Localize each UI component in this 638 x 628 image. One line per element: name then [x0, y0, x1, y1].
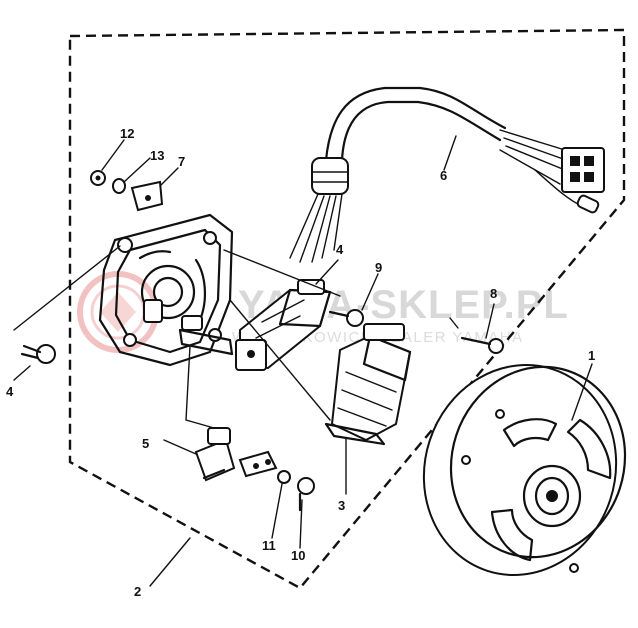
callout-10: 10	[291, 548, 305, 563]
callout-6: 6	[440, 168, 447, 183]
stator-plate	[98, 213, 234, 367]
pulser-coil	[235, 279, 332, 371]
callout-8: 8	[490, 286, 497, 301]
callout-2: 2	[134, 584, 141, 599]
wire-harness	[289, 86, 605, 263]
callout-1: 1	[588, 348, 595, 363]
callout-3: 3	[338, 498, 345, 513]
source-coil	[324, 323, 412, 446]
pickup-unit	[194, 427, 278, 482]
callout-9: 9	[375, 260, 382, 275]
flywheel-rotor	[422, 364, 627, 576]
callout-4-left: 4	[6, 384, 14, 399]
callout-13: 13	[150, 148, 164, 163]
callout-numbers: 1 2 3 4 4 5 6 7 8 9 10 11 12 13	[6, 126, 595, 599]
callout-11: 11	[262, 538, 276, 553]
callout-7: 7	[178, 154, 185, 169]
callout-5: 5	[142, 436, 149, 451]
fasteners	[20, 170, 504, 512]
callout-12: 12	[120, 126, 134, 141]
callout-4-top: 4	[336, 242, 344, 257]
leader-lines	[13, 135, 593, 587]
